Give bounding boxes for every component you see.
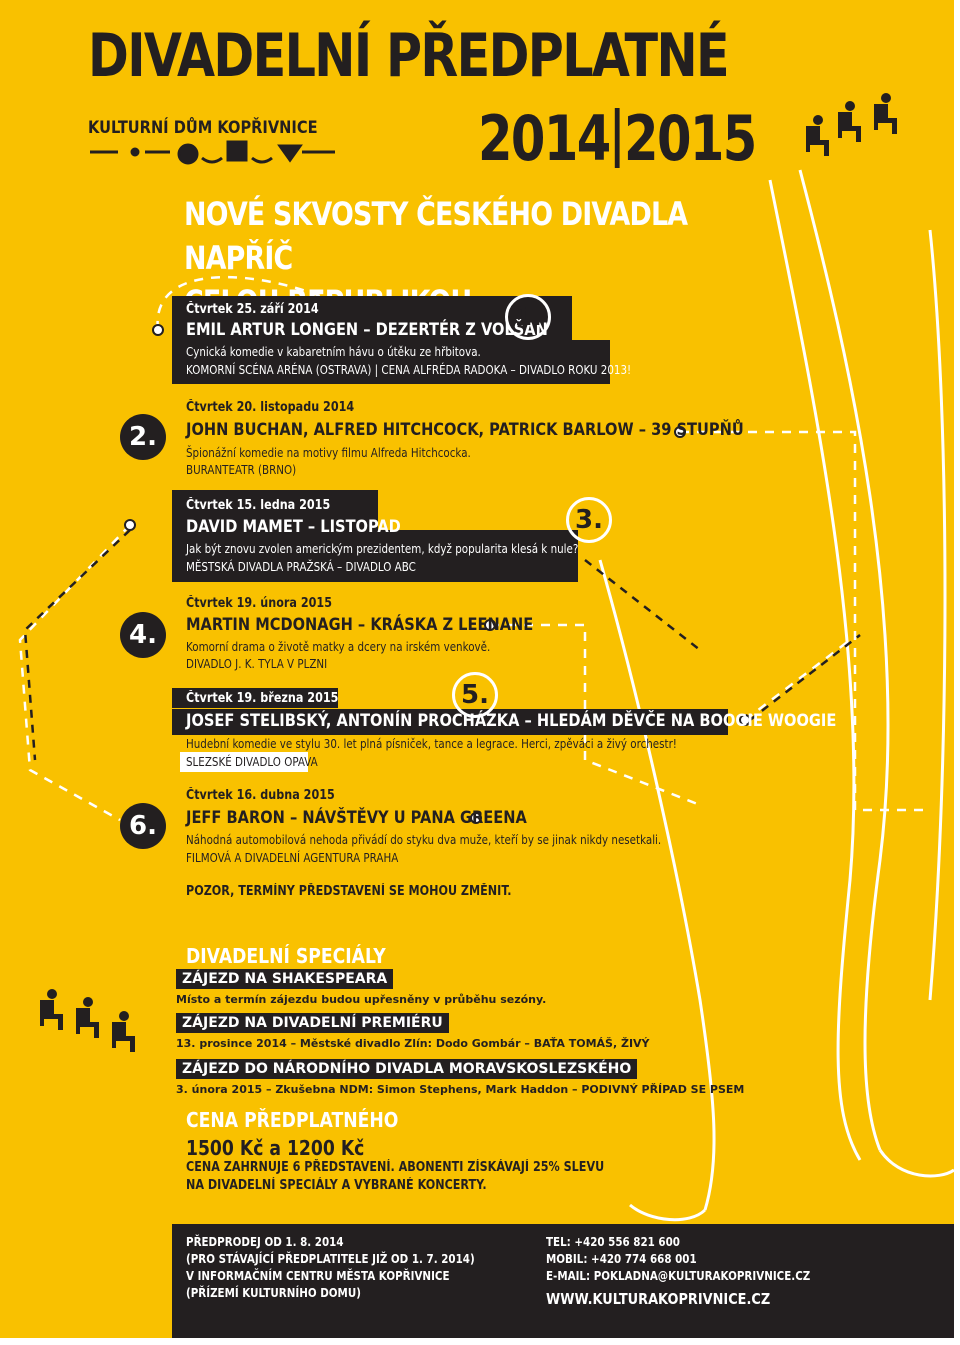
- event-6-venue: FILMOVÁ A DIVADELNÍ AGENTURA PRAHA: [186, 851, 399, 865]
- price-note-line-2: NA DIVADELNÍ SPECIÁLY A VYBRANÉ KONCERTY…: [186, 1178, 487, 1193]
- event-6-date: Čtvrtek 16. dubna 2015: [186, 788, 335, 803]
- event-3-banner-tail: [172, 530, 578, 582]
- event-6-title: JEFF BARON – NÁVŠTĚVY U PANA GREENA: [186, 808, 527, 828]
- event-5-date-bar: [172, 688, 338, 708]
- event-4-venue: DIVADLO J. K. TYLA V PLZNI: [186, 657, 328, 671]
- website-link[interactable]: WWW.KULTURAKOPRIVNICE.CZ: [546, 1290, 771, 1308]
- special-3: ZÁJEZD DO NÁRODNÍHO DIVADLA MORAVSKOSLEZ…: [176, 1058, 744, 1096]
- seated-people-icon: [806, 93, 897, 156]
- event-4-date: Čtvrtek 19. února 2015: [186, 596, 332, 611]
- special-3-title: ZÁJEZD DO NÁRODNÍHO DIVADLA MORAVSKOSLEZ…: [176, 1059, 638, 1079]
- contact-info: TEL: +420 556 821 600 MOBIL: +420 774 66…: [546, 1234, 810, 1308]
- price-note-line-1: CENA ZAHRNUJE 6 PŘEDSTAVENÍ. ABONENTI ZÍ…: [186, 1160, 605, 1175]
- event-1-title: EMIL ARTUR LONGEN – DEZERTÉR Z VOLŠAN: [186, 320, 548, 340]
- special-3-detail: 3. února 2015 – Zkušebna NDM: Simon Step…: [176, 1083, 745, 1096]
- presale-line-3: V INFORMAČNÍM CENTRU MĚSTA KOPŘIVNICE: [186, 1269, 450, 1283]
- footer: [172, 1224, 954, 1338]
- event-2-venue: BURANTEATR (BRNO): [186, 463, 297, 477]
- event-2-title: JOHN BUCHAN, ALFRED HITCHCOCK, PATRICK B…: [186, 420, 744, 440]
- season-divider: [614, 108, 620, 168]
- event-1-date: Čtvrtek 25. září 2014: [186, 302, 319, 317]
- event-6-description: Náhodná automobilová nehoda přivádí do s…: [186, 833, 662, 847]
- event-4-number: 4.: [120, 612, 166, 658]
- event-5-venue: SLEZSKÉ DIVADLO OPAVA: [186, 755, 318, 769]
- special-1-title: ZÁJEZD NA SHAKESPEARA: [176, 969, 394, 989]
- event-1-venue: KOMORNÍ SCÉNA ARÉNA (OSTRAVA) | CENA ALF…: [186, 363, 632, 377]
- event-5-venue-bar: [180, 752, 308, 772]
- presale-line-2: (PRO STÁVAJÍCÍ PŘEDPLATITELE JIŽ OD 1. 7…: [186, 1252, 475, 1266]
- event-5-description: Hudební komedie ve stylu 30. let plná pí…: [186, 737, 677, 751]
- event-5-title: JOSEF STELIBSKÝ, ANTONÍN PROCHÁZKA – HLE…: [186, 711, 837, 731]
- contact-email[interactable]: E-MAIL: POKLADNA@KULTURAKOPRIVNICE.CZ: [546, 1269, 811, 1283]
- event-1-number: 1.: [505, 294, 551, 340]
- special-2-title: ZÁJEZD NA DIVADELNÍ PREMIÉRU: [176, 1013, 449, 1033]
- season-end: 2015: [624, 102, 757, 175]
- event-4-title: MARTIN MCDONAGH – KRÁSKA Z LEENANE: [186, 615, 534, 635]
- event-3-description: Jak být znovu zvolen americkým prezident…: [186, 542, 579, 556]
- special-2: ZÁJEZD NA DIVADELNÍ PREMIÉRU 13. prosinc…: [176, 1012, 650, 1050]
- specials-heading: DIVADELNÍ SPECIÁLY: [186, 944, 386, 968]
- schedule-warning: POZOR, TERMÍNY PŘEDSTAVENÍ SE MOHOU ZMĚN…: [186, 884, 512, 899]
- organization-name: KULTURNÍ DŮM KOPŘIVNICE: [88, 118, 318, 138]
- seated-people-icon: [40, 989, 135, 1052]
- event-1-banner-tail: [172, 340, 610, 384]
- event-3-venue: MĚSTSKÁ DIVADLA PRAŽSKÁ – DIVADLO ABC: [186, 560, 416, 574]
- event-2-date: Čtvrtek 20. listopadu 2014: [186, 400, 355, 415]
- page-title: DIVADELNÍ PŘEDPLATNÉ: [88, 21, 730, 91]
- price-amounts: 1500 Kč a 1200 Kč: [186, 1136, 365, 1160]
- season-start: 2014: [478, 102, 611, 175]
- event-1-description: Cynická komedie v kabaretním hávu o útěk…: [186, 345, 481, 359]
- event-6-number: 6.: [120, 803, 166, 849]
- stage-symbols-icon: [90, 140, 335, 165]
- event-3-number: 3.: [566, 497, 612, 543]
- presale-line-1: PŘEDPRODEJ OD 1. 8. 2014: [186, 1235, 344, 1249]
- subtitle-line-1: NOVÉ SKVOSTY ČESKÉHO DIVADLA NAPŘÍČ: [184, 195, 688, 277]
- special-2-detail: 13. prosince 2014 – Městské divadlo Zlín…: [176, 1037, 650, 1050]
- contact-phone: TEL: +420 556 821 600: [546, 1235, 680, 1249]
- event-5-title-bar: [172, 709, 728, 735]
- special-1-detail: Místo a termín zájezdu budou upřesněny v…: [176, 993, 547, 1006]
- event-4-description: Komorní drama o životě matky a dcery na …: [186, 640, 491, 654]
- price-heading: CENA PŘEDPLATNÉHO: [186, 1108, 399, 1132]
- event-5-number: 5.: [452, 672, 498, 718]
- event-3-date: Čtvrtek 15. ledna 2015: [186, 498, 331, 513]
- event-2-number: 2.: [120, 414, 166, 460]
- special-1: ZÁJEZD NA SHAKESPEARA Místo a termín záj…: [176, 968, 546, 1006]
- presale-line-4: (PŘÍZEMÍ KULTURNÍHO DOMU): [186, 1286, 361, 1300]
- contact-mobile: MOBIL: +420 774 668 001: [546, 1252, 697, 1266]
- presale-info: PŘEDPRODEJ OD 1. 8. 2014 (PRO STÁVAJÍCÍ …: [186, 1234, 475, 1302]
- event-2-description: Špionážní komedie na motivy filmu Alfred…: [186, 446, 471, 460]
- event-5-date: Čtvrtek 19. března 2015: [186, 691, 339, 706]
- event-3-title: DAVID MAMET – LISTOPAD: [186, 517, 401, 537]
